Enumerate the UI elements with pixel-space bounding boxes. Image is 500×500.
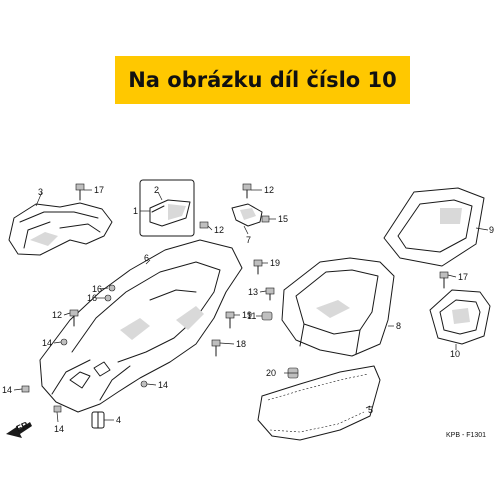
part-10-inner-box[interactable] bbox=[429, 289, 491, 345]
callout-14-a: 14 bbox=[42, 338, 52, 348]
callout-18: 18 bbox=[236, 339, 246, 349]
callout-8: 8 bbox=[396, 321, 401, 331]
callout-19-a: 19 bbox=[270, 258, 280, 268]
callout-17-a: 17 bbox=[94, 185, 104, 195]
callout-16-a: 16 bbox=[92, 284, 102, 294]
part-2-bracket[interactable] bbox=[139, 179, 195, 237]
part-16-nut-a[interactable] bbox=[108, 284, 116, 292]
part-18-bolt[interactable] bbox=[211, 339, 221, 357]
part-17-bolt-a[interactable] bbox=[75, 183, 85, 201]
callout-7: 7 bbox=[246, 235, 251, 245]
banner-text: Na obrázku díl číslo 10 bbox=[128, 68, 397, 92]
part-5-lower-panel[interactable] bbox=[257, 365, 381, 441]
callout-12-b: 12 bbox=[52, 310, 62, 320]
part-12-screw-c[interactable] bbox=[199, 221, 209, 229]
callout-6: 6 bbox=[144, 253, 149, 263]
callout-14-b: 14 bbox=[158, 380, 168, 390]
part-13-bolt[interactable] bbox=[265, 287, 275, 301]
callout-15: 15 bbox=[278, 214, 288, 224]
diagram-code: KPB - F1301 bbox=[446, 432, 486, 439]
part-14-clip-b[interactable] bbox=[140, 380, 148, 388]
part-number-banner: Na obrázku díl číslo 10 bbox=[115, 56, 410, 104]
part-14-clip-a[interactable] bbox=[60, 338, 68, 346]
callout-14-c: 14 bbox=[2, 385, 12, 395]
part-3-cover[interactable] bbox=[8, 202, 113, 256]
leader-lines bbox=[13, 189, 489, 423]
part-8-luggage-box[interactable] bbox=[281, 257, 395, 357]
part-4-clip[interactable] bbox=[91, 411, 105, 429]
callout-13: 13 bbox=[248, 287, 258, 297]
callout-9: 9 bbox=[489, 225, 494, 235]
callout-17-b: 17 bbox=[458, 272, 468, 282]
callout-11: 11 bbox=[247, 311, 256, 321]
part-19-bolt-b[interactable] bbox=[225, 311, 235, 329]
part-11-grommet[interactable] bbox=[261, 311, 273, 321]
direction-label: FR. bbox=[15, 419, 32, 434]
part-17-bolt-b[interactable] bbox=[439, 271, 449, 289]
callout-3: 3 bbox=[38, 187, 43, 197]
front-direction-arrow-icon bbox=[6, 422, 32, 438]
callout-12-a: 12 bbox=[264, 185, 274, 195]
callout-1: 1 bbox=[133, 206, 138, 216]
part-19-bolt-a[interactable] bbox=[253, 259, 263, 275]
part-9-rack[interactable] bbox=[383, 187, 485, 267]
callout-10: 10 bbox=[450, 349, 460, 359]
part-6-frame[interactable] bbox=[39, 239, 243, 413]
callout-2: 2 bbox=[154, 185, 159, 195]
callout-19-b: 19 bbox=[242, 310, 252, 320]
callout-12-c: 12 bbox=[214, 225, 224, 235]
part-16-nut-b[interactable] bbox=[104, 294, 112, 302]
part-7-bracket[interactable] bbox=[231, 203, 263, 227]
callout-5: 5 bbox=[368, 405, 373, 415]
callout-20: 20 bbox=[266, 368, 276, 378]
callout-16-b: 16 bbox=[87, 293, 97, 303]
part-12-bolt-a[interactable] bbox=[242, 183, 252, 199]
callout-4: 4 bbox=[116, 415, 121, 425]
part-14-clip-c[interactable] bbox=[21, 385, 30, 393]
callout-14-d: 14 bbox=[54, 424, 64, 434]
part-15-clip[interactable] bbox=[261, 215, 270, 223]
part-14-clip-d[interactable] bbox=[53, 405, 62, 413]
